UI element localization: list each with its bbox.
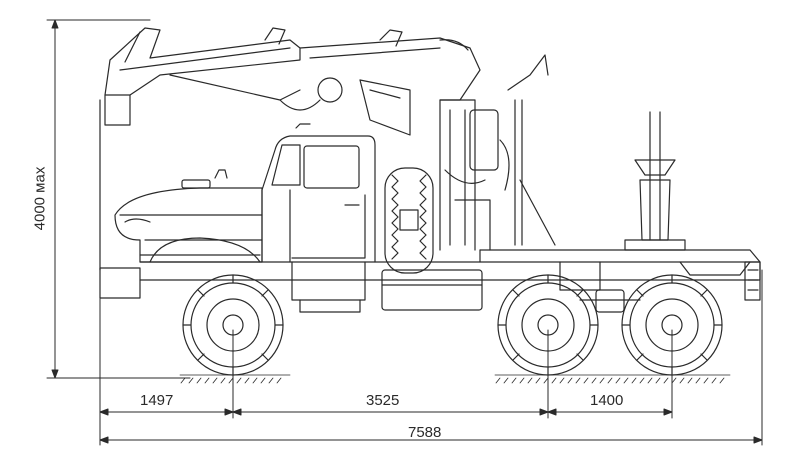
front-fender — [149, 237, 261, 263]
rear-wheel-1 — [497, 274, 599, 376]
dimension-lines — [46, 19, 763, 446]
hood — [114, 169, 263, 263]
rear-bumper — [744, 261, 761, 301]
wheelbase-label: 3525 — [366, 392, 400, 409]
door-window — [303, 145, 360, 189]
overall-length-label: 7588 — [408, 424, 442, 441]
rear-suspension — [579, 289, 641, 313]
front-overhang-label: 1497 — [140, 392, 174, 409]
front-bumper — [99, 267, 141, 299]
height-dimension-label: 4000 мах — [31, 166, 49, 231]
side-window — [271, 144, 301, 186]
chassis-frame — [99, 249, 761, 301]
ground-hatching — [179, 374, 731, 384]
spare-wheel — [384, 167, 434, 274]
cab — [261, 123, 376, 313]
fuel-tank — [381, 269, 483, 311]
rear-tandem-label: 1400 — [590, 392, 624, 409]
front-wheel — [182, 274, 284, 376]
crane-boom — [99, 27, 481, 271]
rear-wheel-2 — [621, 274, 723, 376]
grapple — [359, 79, 411, 136]
log-stanchions — [507, 54, 686, 251]
crane-column — [439, 99, 510, 251]
